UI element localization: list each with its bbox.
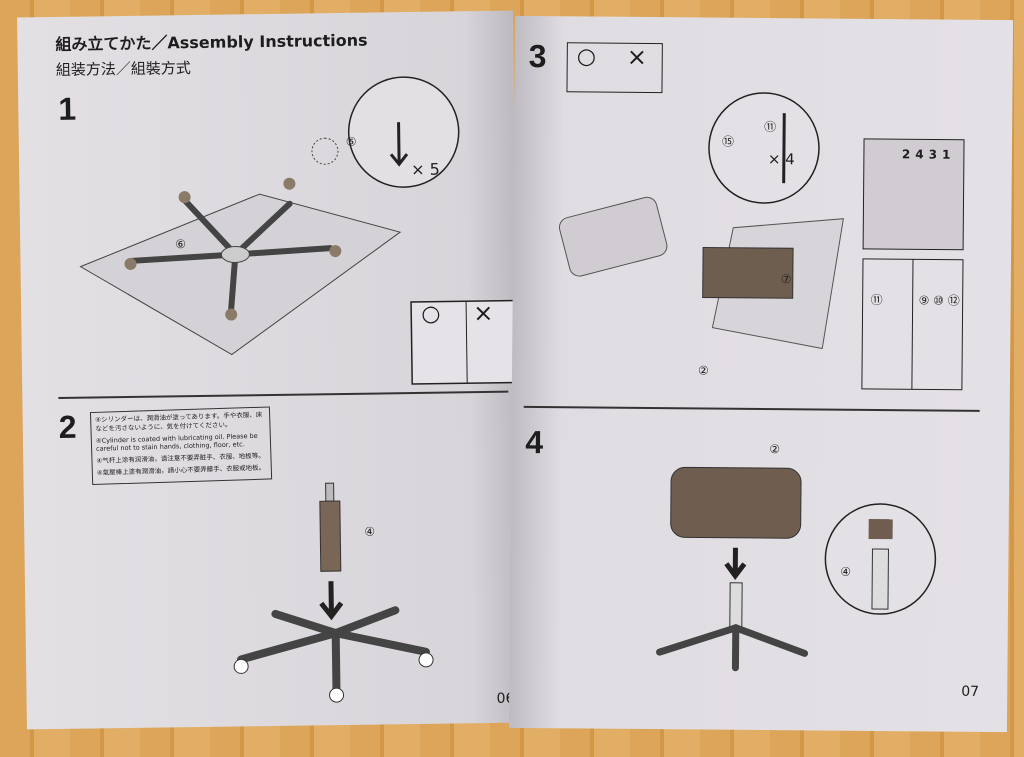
step-3-number: 3 bbox=[528, 37, 547, 75]
note-traditional-chinese: ④氣壓棒上塗有潤滑油，請小心不要弄髒手、衣服或地板。 bbox=[96, 463, 266, 477]
page-title: 組み立てかた／Assembly Instructions bbox=[55, 30, 368, 54]
part-label-base: ⑥ bbox=[175, 237, 187, 252]
part-label-seat: ② bbox=[769, 442, 781, 457]
step-1-illustration bbox=[79, 76, 523, 385]
part-label-mechanism: ⑦ bbox=[780, 272, 792, 287]
ng-mark: × bbox=[473, 298, 494, 328]
ok-mark: ○ bbox=[576, 44, 597, 70]
multiplier: × 4 bbox=[767, 150, 795, 169]
note-japanese: ④シリンダーは、潤滑油が塗ってあります。手や衣服、床などを汚さないように、気を付… bbox=[95, 410, 263, 433]
divider bbox=[523, 405, 980, 412]
manual-page-left: 組み立てかた／Assembly Instructions 組装方法／組裝方式 1… bbox=[17, 10, 523, 730]
detail-label: 4 bbox=[915, 147, 924, 162]
part-label-bolt: ⑪ bbox=[764, 120, 777, 135]
note-english: ④Cylinder is coated with lubricating oil… bbox=[95, 431, 258, 454]
ng-mark: × bbox=[626, 42, 647, 71]
divider bbox=[58, 390, 509, 399]
part-label-seat: ② bbox=[697, 363, 709, 378]
step-4-illustration bbox=[656, 466, 937, 672]
step-2-illustration bbox=[233, 482, 434, 703]
detail-label: 3 bbox=[928, 147, 938, 162]
caution-note: ④シリンダーは、潤滑油が塗ってあります。手や衣服、床などを汚さないように、気を付… bbox=[89, 406, 273, 485]
page-number: 07 bbox=[961, 683, 980, 700]
step-1-number: 1 bbox=[58, 90, 77, 127]
ok-part-label: ⑪ bbox=[870, 292, 883, 308]
page-subtitle: 組装方法／組裝方式 bbox=[55, 59, 191, 79]
step-2-number: 2 bbox=[58, 408, 77, 445]
detail-label: 1 bbox=[941, 147, 951, 162]
detail-label: 2 bbox=[901, 147, 911, 162]
multiplier: × 5 bbox=[411, 159, 441, 180]
step-4-number: 4 bbox=[525, 423, 544, 461]
part-label-cylinder: ④ bbox=[840, 564, 852, 579]
ok-mark: ○ bbox=[421, 301, 441, 327]
part-label-caster: ⑤ bbox=[345, 134, 357, 149]
ng-part-labels: ⑨ ⑩ ⑫ bbox=[918, 293, 960, 308]
part-label-wrench: ⑮ bbox=[721, 134, 735, 149]
step-3-illustration bbox=[558, 92, 965, 391]
part-label-cylinder: ④ bbox=[364, 524, 376, 539]
